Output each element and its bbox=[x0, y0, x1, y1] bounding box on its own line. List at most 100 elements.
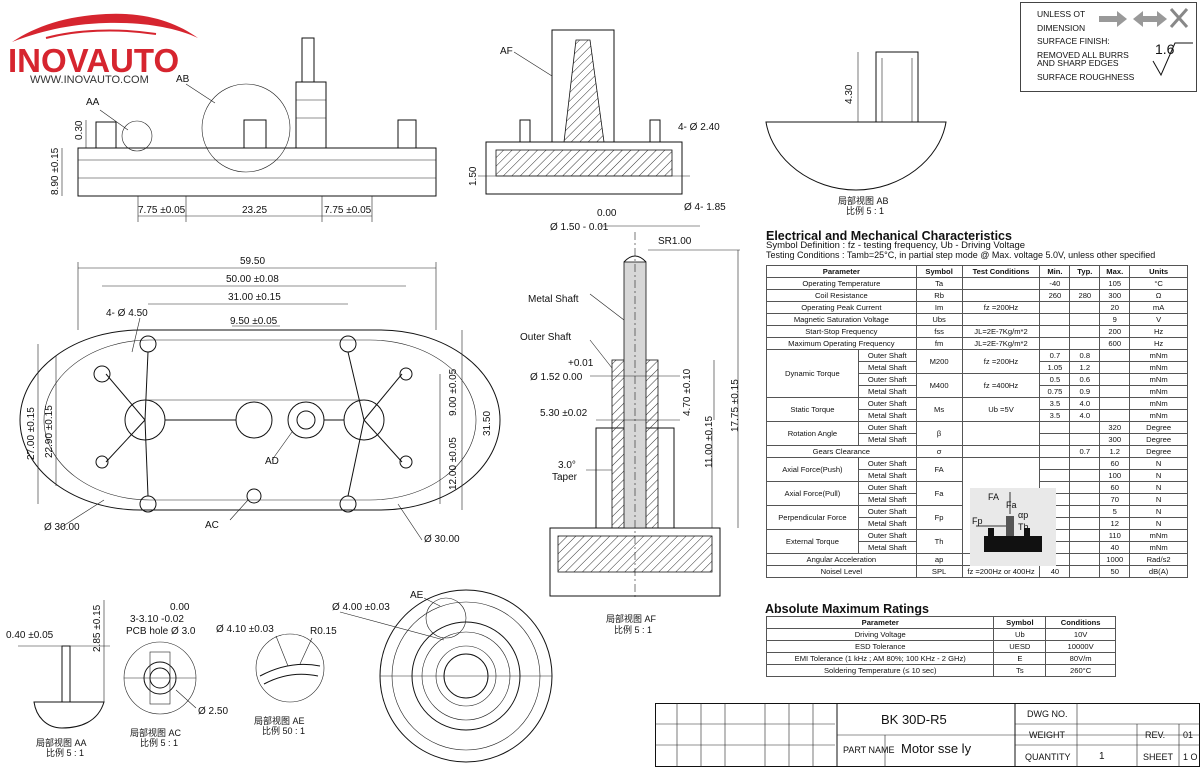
max-cell: 60 bbox=[1099, 481, 1131, 494]
condition-cell bbox=[961, 421, 1041, 446]
dim-9-50: 9.50 ±0.05 bbox=[230, 316, 278, 327]
detail-ac-caption: 局部视图 AC bbox=[130, 727, 182, 738]
symbol-cell: ap bbox=[915, 553, 963, 566]
abs-th-parameter: Parameter bbox=[765, 616, 995, 629]
max-cell: 50 bbox=[1099, 565, 1131, 578]
note-roughness: SURFACE ROUGHNESS bbox=[1037, 72, 1135, 82]
unit-cell: mNm bbox=[1129, 361, 1188, 374]
typ-cell bbox=[1069, 457, 1101, 470]
th-parameter: Parameter bbox=[766, 265, 917, 278]
th-typ: Typ. bbox=[1069, 265, 1101, 278]
max-cell: 320 bbox=[1099, 421, 1131, 434]
max-cell: 9 bbox=[1099, 313, 1131, 326]
unit-cell: N bbox=[1129, 517, 1188, 530]
part-number: BK 30D-R5 bbox=[881, 712, 947, 727]
param-cell: Perpendicular Force bbox=[766, 505, 859, 530]
unit-cell: mNm bbox=[1129, 541, 1188, 554]
th-test-conditions: Test Conditions bbox=[961, 265, 1041, 278]
typ-cell bbox=[1069, 481, 1101, 494]
condition-cell bbox=[961, 277, 1041, 290]
symbol-cell: Fp bbox=[915, 505, 963, 530]
dim-4-30: 4.30 bbox=[844, 84, 855, 104]
min-cell bbox=[1039, 337, 1071, 350]
shaft-dim-1-50: Ø 1.50 - 0.01 bbox=[550, 222, 609, 233]
shaft-dim-17-75: 17.75 ±0.15 bbox=[730, 379, 741, 432]
unit-cell: mNm bbox=[1129, 349, 1188, 362]
typ-cell bbox=[1069, 493, 1101, 506]
table-header-row: Parameter Symbol Test Conditions Min. Ty… bbox=[766, 265, 1188, 278]
abs-symbol: E bbox=[993, 652, 1047, 665]
ac-dim-0-00: 0.00 bbox=[170, 602, 190, 613]
label-af: AF bbox=[500, 46, 513, 57]
typ-cell bbox=[1069, 313, 1101, 326]
abs-cond: 260°C bbox=[1045, 664, 1116, 677]
abs-param: Driving Voltage bbox=[765, 628, 995, 641]
condition-cell: fz =400Hz bbox=[961, 373, 1041, 398]
dwg-no-label: DWG NO. bbox=[1027, 709, 1068, 719]
max-cell: 100 bbox=[1099, 469, 1131, 482]
symbol-cell: fss bbox=[915, 325, 963, 338]
label-metal-shaft: Metal Shaft bbox=[528, 294, 579, 305]
param-cell: Start-Stop Frequency bbox=[766, 325, 917, 338]
min-cell: 260 bbox=[1039, 289, 1071, 302]
sub-param-cell: Outer Shaft bbox=[857, 505, 917, 518]
ae-dim-4-10: Ø 4.10 ±0.03 bbox=[216, 624, 274, 635]
diagram-fa: Fa bbox=[1006, 500, 1017, 510]
label-outer-shaft: Outer Shaft bbox=[520, 332, 571, 343]
typ-cell bbox=[1069, 301, 1101, 314]
detail-ad bbox=[339, 589, 553, 763]
param-cell: Axial Force(Pull) bbox=[766, 481, 859, 506]
symbol-cell: fm bbox=[915, 337, 963, 350]
symbol-cell: Im bbox=[915, 301, 963, 314]
dim-8-90: 8.90 ±0.15 bbox=[50, 147, 61, 195]
unit-cell: mNm bbox=[1129, 409, 1188, 422]
condition-cell: JL=2E-7Kg/m*2 bbox=[961, 325, 1041, 338]
abs-param: EMI Tolerance (1 kHz ; AM 80%; 100 KHz -… bbox=[765, 652, 995, 665]
typ-cell bbox=[1069, 505, 1101, 518]
symbol-cell: β bbox=[915, 421, 963, 446]
note-dimension: DIMENSION bbox=[1037, 23, 1086, 33]
dim-7-75-left: 7.75 ±0.05 bbox=[138, 205, 186, 216]
unit-cell: Degree bbox=[1129, 421, 1188, 434]
ac-dim-3-10: 3-3.10 -0.02 bbox=[130, 614, 184, 625]
typ-cell bbox=[1069, 421, 1101, 434]
ac-pcb-hole: PCB hole Ø 3.0 bbox=[126, 626, 196, 637]
symbol-cell: Ta bbox=[915, 277, 963, 290]
weight-label: WEIGHT bbox=[1029, 730, 1065, 740]
detail-ae-scale: 比例 50 : 1 bbox=[262, 725, 305, 736]
shaft-dim-4-70: 4.70 ±0.10 bbox=[682, 368, 693, 416]
unit-cell: Ω bbox=[1129, 289, 1188, 302]
shaft-tol-plus: +0.01 bbox=[568, 358, 594, 369]
min-cell bbox=[1039, 433, 1071, 446]
sub-param-cell: Outer Shaft bbox=[857, 481, 917, 494]
condition-cell bbox=[961, 445, 1041, 458]
min-cell: 0.75 bbox=[1039, 385, 1071, 398]
force-diagram: FA Fa Fp αp Th bbox=[970, 488, 1056, 566]
symbol-cell: M400 bbox=[915, 373, 963, 398]
dim-31-50: 31.50 bbox=[482, 411, 493, 436]
min-cell: 0.7 bbox=[1039, 349, 1071, 362]
shaft-section bbox=[549, 225, 740, 600]
dim-4-1-85: Ø 4- 1.85 bbox=[684, 202, 726, 213]
sub-param-cell: Outer Shaft bbox=[857, 397, 917, 410]
label-ae: AE bbox=[410, 590, 424, 601]
ac-dim-2-50: Ø 2.50 bbox=[198, 706, 228, 717]
max-cell: 200 bbox=[1099, 325, 1131, 338]
dim-30-right: Ø 30.00 bbox=[424, 534, 460, 545]
symbol-cell: σ bbox=[915, 445, 963, 458]
dim-22-90: 22.90 ±0.15 bbox=[44, 405, 55, 458]
param-cell: Static Torque bbox=[766, 397, 859, 422]
typ-cell bbox=[1069, 517, 1101, 530]
max-cell: 5 bbox=[1099, 505, 1131, 518]
dim-4-2-40: 4- Ø 2.40 bbox=[678, 122, 720, 133]
dim-59-50: 59.50 bbox=[240, 256, 265, 267]
typ-cell bbox=[1069, 529, 1101, 542]
